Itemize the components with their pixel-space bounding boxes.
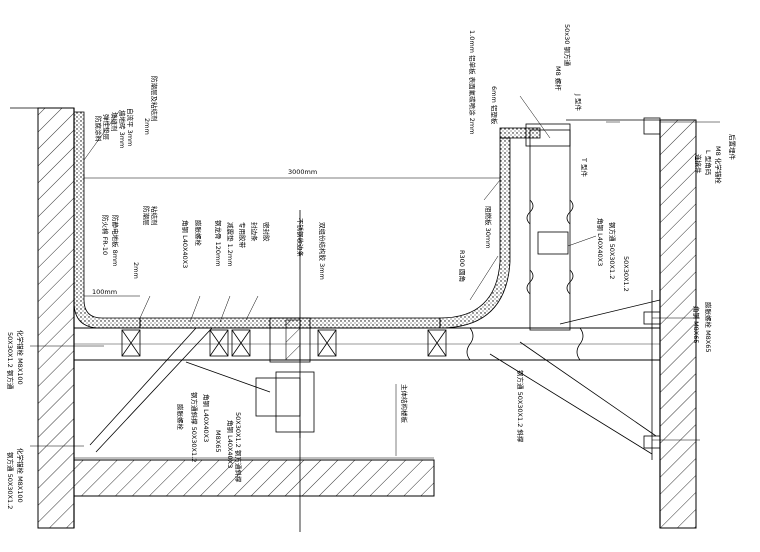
label-steel-angle: 角钢 L40X40X3 xyxy=(181,220,190,268)
floor-beam xyxy=(73,327,661,361)
label-anchor-b: 角钢 M8X65 xyxy=(692,306,701,344)
label-t: T 型件 xyxy=(580,157,589,178)
label-left-c: 化学锚栓 M8X100 xyxy=(16,448,25,503)
label-fire: 防火棉 FR-10 xyxy=(101,215,110,255)
label-rubber: 弹性垫层 xyxy=(102,114,111,141)
label-mid-d: 50X30X1.2 钢方通斜撑 xyxy=(234,412,243,483)
label-top-panel: 1.0mm 铝单板 表面氟碳喷涂 2mm xyxy=(468,30,477,135)
right-wall xyxy=(659,119,697,529)
label-bolt: 膨胀螺栓 xyxy=(194,220,203,247)
label-left-b: 50X30X1.2 钢方通 xyxy=(6,332,15,390)
labels-right-top: 阻燃板 30mm R300 圆角 1.0mm 铝单板 表面氟碳喷涂 2mm 6m… xyxy=(458,24,737,353)
joists xyxy=(121,329,447,357)
label-tube-50b: 50X30X1.2 xyxy=(622,256,630,292)
label-mid-f: M8X65 xyxy=(214,430,222,452)
label-right-4: 连接件 xyxy=(694,154,703,174)
label-seal: 密封胶 xyxy=(262,222,271,242)
labels-left: 防潮层及粘结剂 2mm 自流平 3mm 墙地砖 3mm 填缝剂 弹性垫层 防腐涂… xyxy=(94,76,327,280)
label-mid-e: 角钢 L40X40X3 xyxy=(226,420,235,468)
structure-slab xyxy=(73,457,435,497)
label-right-2: M8 化学锚栓 xyxy=(714,146,723,184)
label-6mm: 6mm 铝塑板 xyxy=(490,86,499,125)
label-plate: 封边条 xyxy=(250,222,259,242)
label-moisture: 防潮层 xyxy=(142,206,151,226)
label-joint-tape: 专用胶带 xyxy=(238,222,247,249)
center-post xyxy=(255,210,315,532)
bracing xyxy=(89,299,661,455)
label-left-a: 化学锚栓 M8X100 xyxy=(16,330,25,385)
label-steel-50: 50x30 钢方通 xyxy=(563,24,572,66)
label-center-a: 不锈钢收边条 xyxy=(296,218,305,258)
label-cement: 自流平 3mm xyxy=(126,108,135,146)
label-j: J 型件 xyxy=(574,93,583,111)
labels-middle: 钢方通斜撑 50X30X1.2 角钢 L40X40X3 膨胀螺栓 50X30X1… xyxy=(176,370,525,483)
dimension-span-text: 3000mm xyxy=(288,168,317,176)
label-right-3: L 型角码 xyxy=(704,150,713,176)
label-mid-a: 钢方通斜撑 50X30X1.2 xyxy=(190,392,199,462)
label-struct: 主体结构楼板 xyxy=(400,384,409,424)
label-glue: 粘结剂 xyxy=(150,206,159,226)
labels-left-bottom: 化学锚栓 M8X100 50X30X1.2 钢方通 化学锚栓 M8X100 钢方… xyxy=(6,330,25,509)
dimension-corner-text: 100mm xyxy=(92,288,117,296)
label-joint: 填缝剂 xyxy=(110,112,119,132)
leader-lines xyxy=(30,95,720,456)
label-waterproof-top: 防潮层及粘结剂 xyxy=(150,76,159,122)
label-center-b: 双组份结构胶 3mm xyxy=(318,222,327,280)
label-tube-50: 钢方通 50X30X1.2 xyxy=(608,222,617,279)
label-right-low: 钢方通 50X30X1.2 斜撑 xyxy=(516,370,525,443)
right-column xyxy=(525,117,661,460)
label-m8: M8 螺杆 xyxy=(554,66,563,91)
label-thickness: 2mm xyxy=(143,118,151,135)
label-base: R300 圆角 xyxy=(458,250,467,282)
label-left-d: 钢方通 50X30X1.2 xyxy=(6,452,15,509)
label-pad: 减震垫 1.2mm xyxy=(226,222,235,267)
label-tile: 墙地砖 3mm xyxy=(118,110,127,148)
label-angle-40: 角钢 L40X40X3 xyxy=(596,218,605,266)
label-floor8: 防静电地板 8mm xyxy=(111,215,120,266)
label-right-1: 后置埋件 xyxy=(728,134,737,161)
dimension-span xyxy=(83,174,501,182)
label-mid-c: 膨胀螺栓 xyxy=(176,404,185,431)
label-frame: 钢龙骨 120mm xyxy=(214,220,223,267)
label-2mm-b: 2mm xyxy=(132,262,140,279)
label-fill: 阻燃板 30mm xyxy=(484,206,493,249)
label-mid-b: 角钢 L40X40X3 xyxy=(202,394,211,442)
label-coating: 防腐涂料 xyxy=(94,116,103,143)
label-anchor: 膨胀螺栓 M8X65 xyxy=(704,302,713,353)
